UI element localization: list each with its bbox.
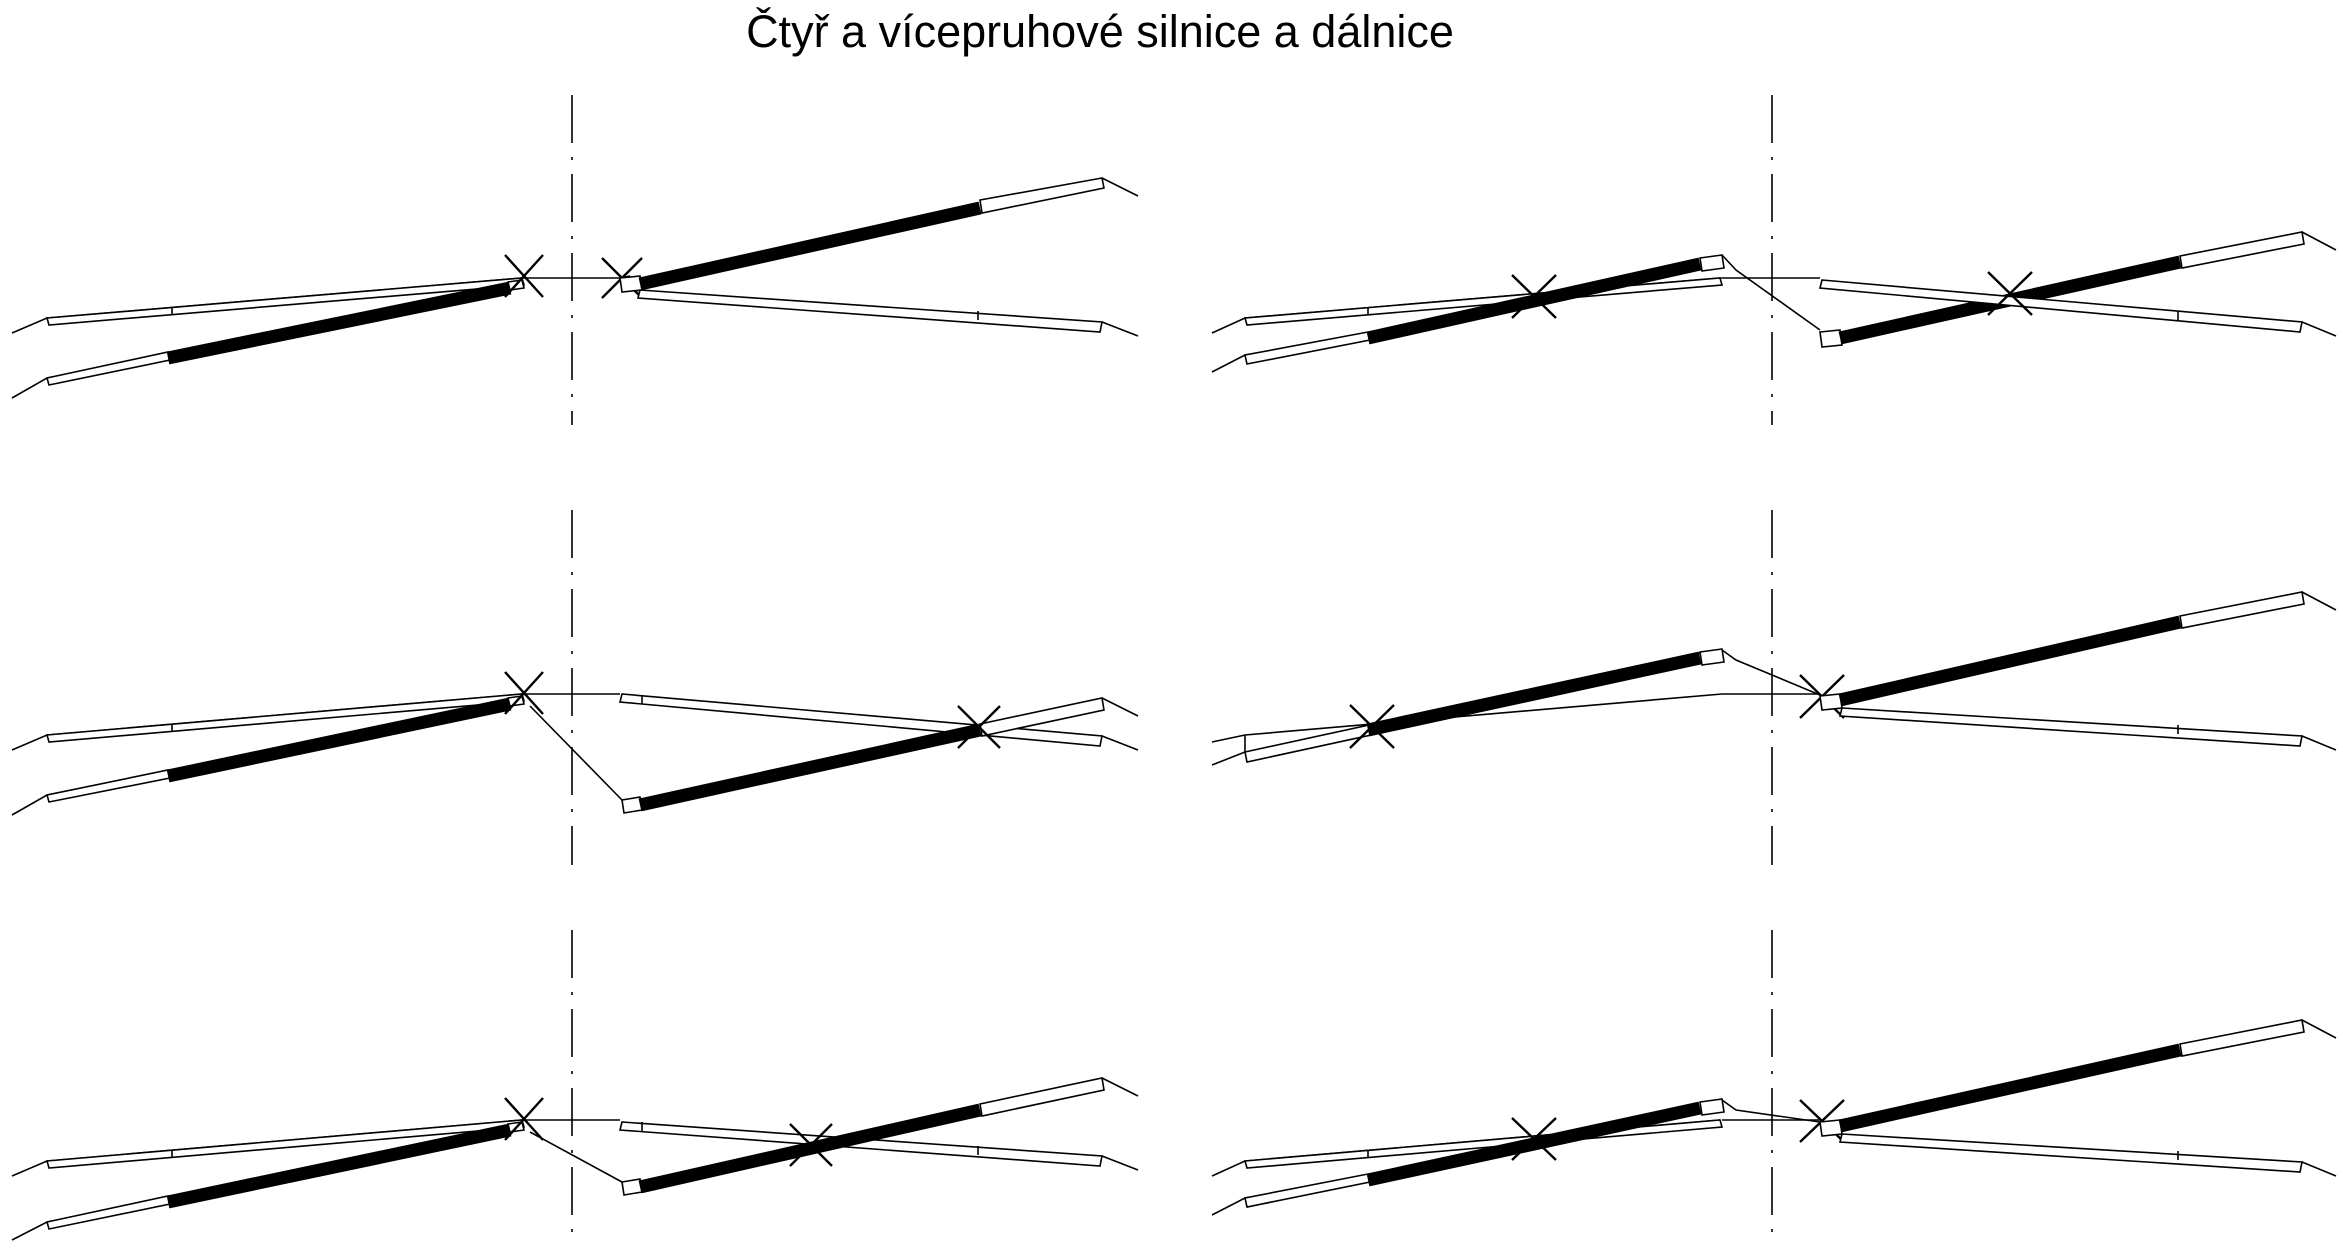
bar-left — [166, 697, 512, 783]
bar-left — [1366, 1101, 1702, 1187]
cross-marker — [957, 705, 1001, 749]
bar-right — [638, 201, 982, 291]
road-edge — [1211, 693, 1723, 743]
connector — [1721, 1099, 1821, 1123]
lane-upper — [2179, 231, 2305, 269]
connector — [522, 275, 631, 279]
lane-upper — [979, 177, 1105, 214]
road-edge — [1101, 697, 1139, 717]
cross-marker — [1511, 1117, 1557, 1161]
road-edge — [1101, 321, 1139, 337]
bar-left — [1366, 651, 1702, 737]
connector — [529, 705, 623, 801]
road-edge — [2301, 591, 2337, 611]
lane-lower — [1838, 1133, 2303, 1173]
panel-row2-left — [11, 510, 1139, 865]
bar-right — [638, 723, 982, 812]
connector — [529, 1131, 623, 1183]
page-title: Čtyř a vícepruhové silnice a dálnice — [746, 6, 1454, 57]
bar-end — [1699, 648, 1725, 666]
bar-end — [1819, 693, 1843, 711]
panel-row1-left — [11, 95, 1139, 425]
road-edge — [2301, 1019, 2337, 1039]
cross-marker — [789, 1123, 833, 1167]
lane-upper — [979, 1077, 1105, 1117]
bar-left — [166, 1123, 512, 1209]
lane-upper — [2179, 1019, 2305, 1057]
bar-right — [1838, 615, 2182, 707]
panel-row1-right — [1211, 95, 2337, 425]
bar-left — [1366, 257, 1702, 345]
road-edge — [2301, 321, 2337, 337]
lane-lower — [1818, 279, 2303, 333]
lane-upper — [979, 697, 1105, 737]
cross-marker — [1511, 274, 1557, 319]
lane-lower — [45, 769, 171, 803]
bar-end — [1699, 254, 1725, 272]
lane-lower — [1244, 331, 1371, 365]
bar-right — [638, 1103, 982, 1194]
bar-right — [1838, 1043, 2182, 1133]
bar-left — [166, 281, 512, 365]
connector — [1721, 649, 1821, 696]
cross-marker — [504, 1097, 544, 1141]
cross-marker — [504, 671, 544, 715]
road-edge — [2301, 1161, 2337, 1177]
road-edge — [2301, 735, 2337, 751]
lane-lower — [1244, 1173, 1371, 1208]
panel-row2-right — [1211, 510, 2337, 865]
lane-upper — [2179, 591, 2305, 629]
road-edge — [1101, 1077, 1139, 1097]
connector — [1721, 254, 1821, 331]
lane-upper — [618, 1121, 1103, 1167]
bar-end — [619, 275, 643, 293]
cross-marker — [1987, 271, 2033, 316]
panel-row3-left — [11, 930, 1139, 1245]
bar-end — [1819, 329, 1843, 348]
cross-marker — [504, 254, 544, 298]
lane-lower — [45, 1195, 171, 1230]
cross-marker — [1349, 704, 1395, 749]
bar-end — [1819, 1119, 1843, 1137]
bar-end — [1699, 1098, 1725, 1116]
road-edge — [1101, 177, 1139, 197]
road-edge — [1101, 735, 1139, 751]
lane-lower — [45, 351, 171, 386]
lane-lower — [636, 289, 1103, 333]
panel-row3-right — [1211, 930, 2337, 1245]
lane-lower — [1838, 707, 2303, 747]
road-edge — [1101, 1155, 1139, 1171]
road-edge — [2301, 231, 2337, 251]
